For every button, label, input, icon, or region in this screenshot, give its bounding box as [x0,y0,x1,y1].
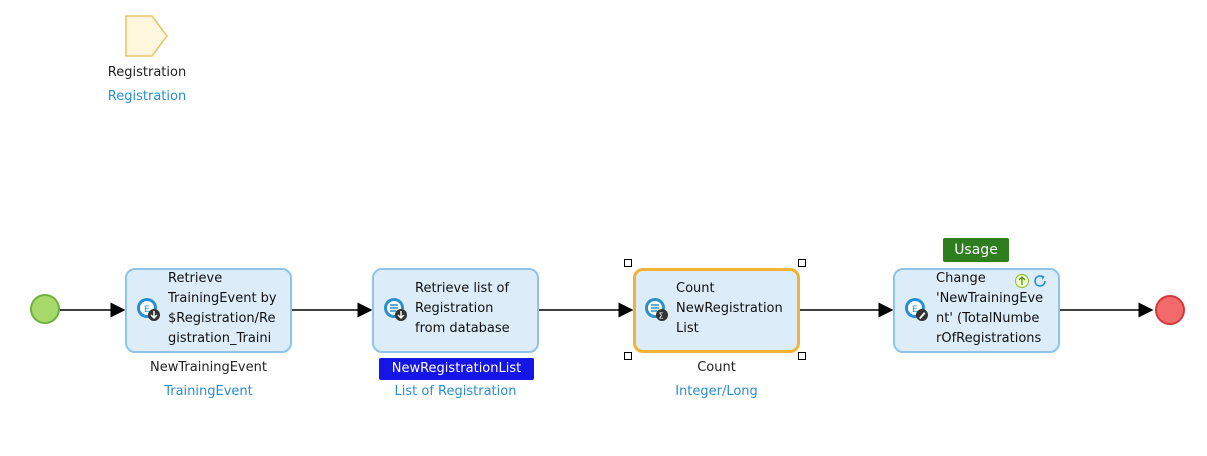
parameter-name: Registration [107,65,187,80]
end-event[interactable] [1155,295,1185,325]
resize-handle-top-left[interactable] [624,259,632,267]
output-variable-name: Count [697,360,736,375]
svg-text:E: E [912,305,918,315]
activity-caption: Change 'NewTrainingEve nt' (TotalNumbe r… [936,271,1044,346]
activity-caption: Retrieve list of Registration from datab… [415,281,510,336]
svg-text:Σ: Σ [659,312,664,321]
activity-caption: Retrieve TrainingEvent by $Registration/… [168,271,277,346]
aggregate-list-icon: Σ [645,298,668,321]
resize-handle-top-right[interactable] [798,259,806,267]
output-variable-name: NewTrainingEvent [150,360,267,375]
output-variable-name-highlighted: NewRegistrationList [379,358,534,380]
change-object-icon: E [905,298,928,321]
refresh-icon [1034,275,1046,287]
output-variable-type: List of Registration [394,384,517,399]
activity-caption: Count NewRegistration List [676,281,783,336]
activity-retrieve-registration-list[interactable]: Retrieve list of Registration from datab… [372,268,539,353]
start-event[interactable] [30,294,60,324]
activity-retrieve-training-event[interactable]: E Retrieve TrainingEvent by $Registratio… [125,268,292,353]
retrieve-object-icon: E [137,298,160,321]
retrieve-list-icon [384,298,407,321]
output-variable-type: Integer/Long [675,384,758,399]
activity-change-training-event[interactable]: E Change 'NewTrainingEve nt' (TotalNumbe… [893,268,1060,353]
output-variable-type: TrainingEvent [164,384,253,399]
parameter-icon[interactable] [124,14,170,60]
resize-handle-bottom-left[interactable] [624,352,632,360]
usage-badge: Usage [943,238,1009,262]
activity-count-registrations[interactable]: Σ Count NewRegistration List [633,268,800,353]
commit-icon [1014,273,1030,289]
resize-handle-bottom-right[interactable] [798,352,806,360]
svg-text:E: E [144,305,150,315]
parameter-type: Registration [107,89,187,104]
